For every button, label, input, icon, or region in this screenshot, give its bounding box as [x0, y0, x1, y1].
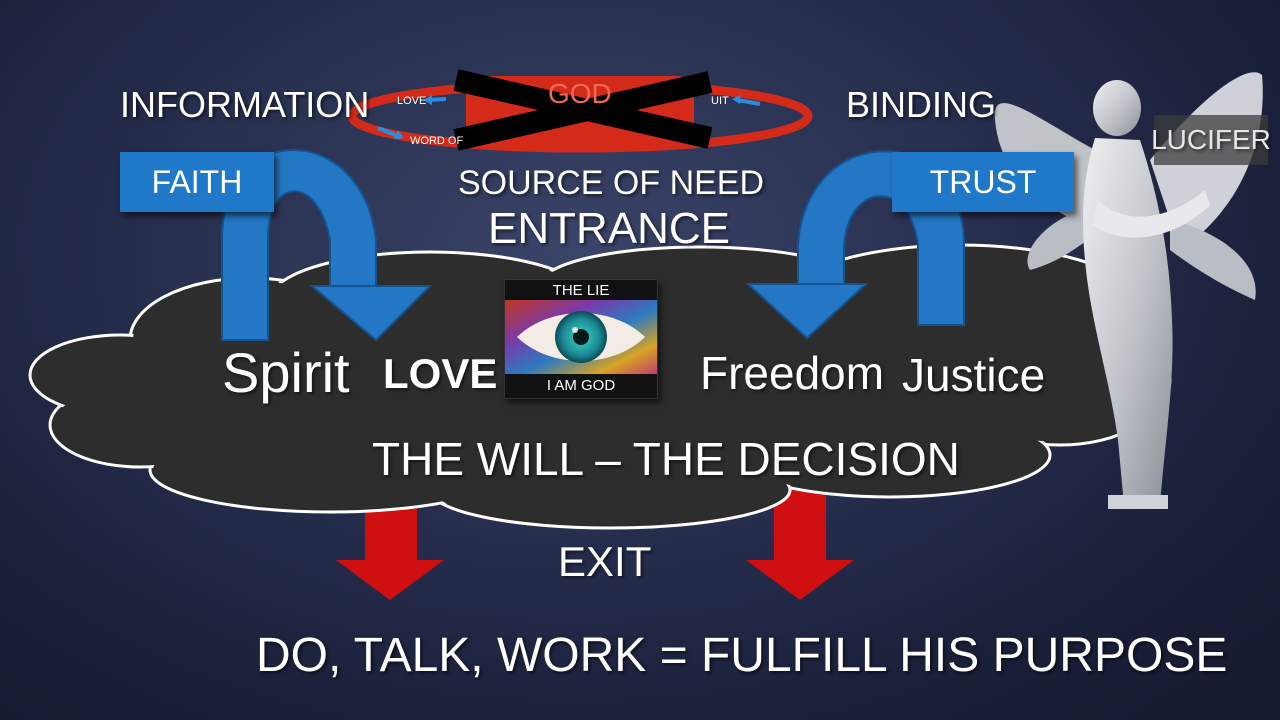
trust-box: TRUST [892, 152, 1074, 212]
lie-card-bottom-text: I AM GOD [546, 377, 616, 394]
will-decision-label: THE WILL – THE DECISION [372, 433, 960, 485]
binding-label: BINDING [846, 84, 997, 125]
lucifer-label: LUCIFER [1151, 124, 1271, 155]
source-of-need-label: SOURCE OF NEED [458, 164, 765, 202]
faith-label: FAITH [151, 163, 243, 200]
entrance-label: ENTRANCE [488, 204, 731, 253]
god-halo [347, 69, 813, 153]
purpose-label: DO, TALK, WORK = FULFILL HIS PURPOSE [256, 629, 1228, 682]
halo-ring-right-label: UIT [711, 95, 729, 107]
trust-label: TRUST [929, 163, 1037, 200]
faith-box: FAITH [120, 152, 274, 212]
halo-ring-love-label: LOVE [397, 95, 427, 107]
information-label: INFORMATION [120, 84, 370, 125]
lucifer-tag: LUCIFER [1151, 115, 1271, 165]
spirit-label: Spirit [222, 341, 350, 404]
lie-card-top-text: THE LIE [552, 282, 610, 299]
freedom-label: Freedom [700, 347, 885, 399]
love-label: LOVE [383, 350, 498, 397]
halo-ring-word-label: WORD OF [410, 135, 464, 147]
eye-image [505, 280, 657, 398]
halo-god-label: GOD [548, 78, 612, 109]
justice-label: Justice [902, 349, 1046, 401]
the-lie-card: THE LIE I AM GOD [504, 279, 658, 399]
exit-label: EXIT [558, 538, 652, 585]
